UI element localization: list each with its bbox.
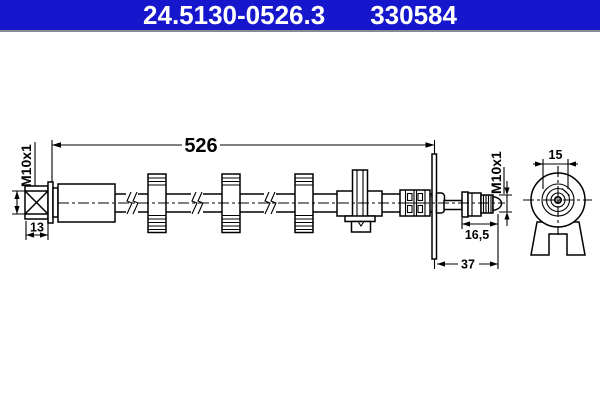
dimension-end-view-width: 15 [533, 148, 578, 189]
header-bar: 24.5130-0526.3 330584 [0, 0, 600, 32]
right-thread-label: M10x1 [488, 151, 504, 194]
left-fitting [24, 181, 116, 224]
dimension-left-thread: M10x1 [12, 142, 36, 215]
end-view [523, 166, 592, 256]
dim-37-label: 37 [461, 258, 475, 272]
dimension-total-length: 526 [51, 135, 436, 182]
end-view-centerlines [523, 166, 592, 235]
hose-grommet [336, 169, 383, 233]
dimension-bracket-to-tip: 37 [433, 214, 499, 272]
dim-15-label: 15 [549, 148, 563, 162]
dimension-left-fitting-width: 13 [25, 221, 49, 240]
reference-number: 330584 [370, 0, 457, 30]
dimension-right-thread: M10x1 [488, 151, 512, 226]
left-thread-label: M10x1 [18, 144, 34, 187]
hose-break-symbols [126, 191, 277, 215]
side-view [24, 153, 505, 260]
dim-13-label: 13 [30, 221, 44, 235]
technical-drawing: 526 13 M10x1 M10x1 16,5 37 [12, 135, 592, 272]
part-number: 24.5130-0526.3 [143, 0, 326, 30]
right-male-fitting [435, 191, 503, 218]
dimension-fitting-length: 16,5 [461, 218, 498, 242]
dim-526-label: 526 [184, 135, 217, 157]
dim-16-5-label: 16,5 [465, 228, 489, 242]
